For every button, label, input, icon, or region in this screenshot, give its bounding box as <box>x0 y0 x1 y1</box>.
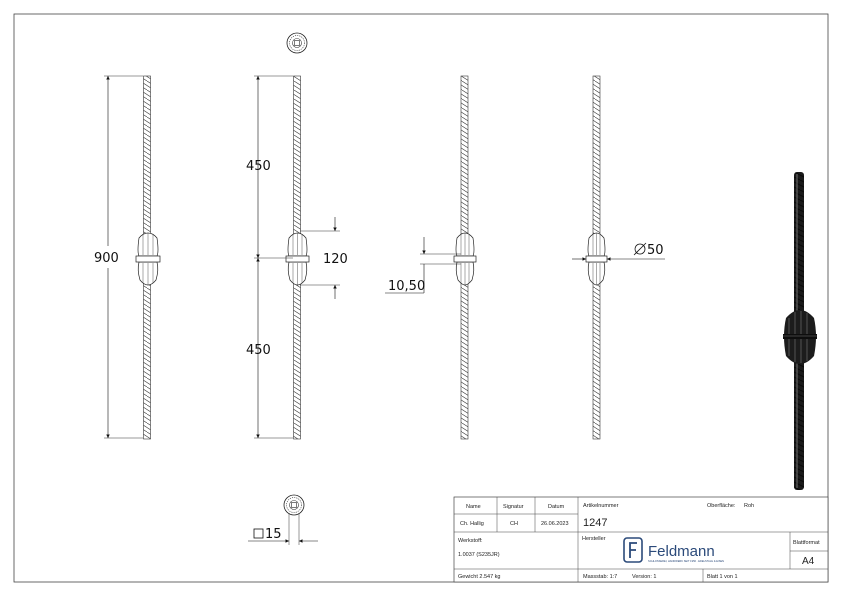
dim-knob-length: 120 <box>323 252 348 267</box>
feldmann-logo-icon <box>623 537 643 563</box>
header-article-number: Artikelnummer <box>583 503 619 509</box>
article-number: 1247 <box>583 517 607 529</box>
header-name: Name <box>466 504 481 510</box>
top-end-view <box>286 32 308 54</box>
dim-lower-length: 450 <box>246 343 271 358</box>
header-date: Datum <box>548 504 565 510</box>
view-side-width: 10,50 <box>385 75 477 440</box>
view-side-diameter: 50 <box>572 75 665 440</box>
surface-value: Roh <box>744 503 754 509</box>
dim-square-size: 15 <box>265 527 282 542</box>
dim-bar-width: 10,50 <box>388 279 425 294</box>
brand-tagline: SCHLOSSEREI, HANDWERK SEIT 1956 · EDELST… <box>648 559 724 563</box>
knob-front-1 <box>135 232 161 286</box>
scale: Massstab: 1:7 <box>583 574 617 580</box>
dim-upper-length: 450 <box>246 159 271 174</box>
weight: Gewicht 2.547 kg <box>458 574 501 580</box>
drawn-date: 26.06.2023 <box>541 521 569 527</box>
drawn-by-name: Ch. Hallig <box>460 521 484 527</box>
brand-name: Feldmann <box>648 543 715 560</box>
knob-front-2 <box>285 232 310 286</box>
view-front-halves: 450 450 120 <box>246 32 348 440</box>
sheet-border <box>13 13 829 583</box>
dim-knob-diameter: 50 <box>647 243 664 258</box>
material-label: Werkstoff: <box>458 538 483 544</box>
view-bottom-end: 15 <box>248 494 318 545</box>
material-value: 1.0037 (S235JR) <box>458 552 500 558</box>
title-block: Name Signatur Datum Artikelnummer Oberfl… <box>453 496 829 583</box>
header-signature: Signatur <box>503 504 524 510</box>
diameter-symbol-icon <box>633 242 647 256</box>
dim-total-length: 900 <box>94 251 119 266</box>
square-symbol-icon <box>253 528 264 539</box>
view-front-overall: 900 <box>94 75 161 440</box>
knob-side-4 <box>585 232 608 286</box>
manufacturer-label: Hersteller <box>582 536 606 542</box>
drawn-by-signature: CH <box>510 521 518 527</box>
sheet-format-value: A4 <box>802 556 815 567</box>
knob-side-3 <box>453 232 477 286</box>
knob-render <box>783 310 817 364</box>
sheet-number: Blatt 1 von 1 <box>707 574 738 580</box>
header-surface: Oberfläche: <box>707 503 736 509</box>
version: Version: 1 <box>632 574 656 580</box>
sheet-format-label: Blattformat <box>793 540 820 546</box>
view-isometric-render <box>783 172 817 490</box>
